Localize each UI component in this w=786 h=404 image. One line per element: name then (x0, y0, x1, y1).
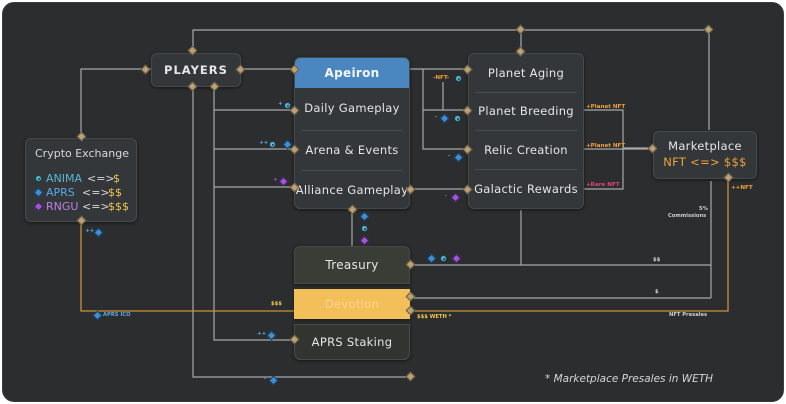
label-sss-weth: $$$ WETH * (417, 314, 452, 320)
crypto-exchange-title: Crypto Exchange (35, 147, 129, 160)
wire-breeding-market (584, 109, 653, 149)
galactic-rewards: Galactic Rewards (474, 182, 578, 196)
label-plusplus-arena: ++ (259, 140, 269, 146)
label-nft-presales: NFT Presales (669, 312, 708, 318)
divider (475, 130, 577, 131)
wire-gold-right (410, 181, 729, 312)
rngu-arrow: <=> (82, 200, 110, 213)
apeiron-daily-gameplay: Daily Gameplay (304, 101, 400, 115)
wire-players-down1 (192, 89, 410, 378)
marketplace-box: Marketplace NFT <=> $$$ (653, 131, 757, 179)
players-label: PLAYERS (164, 63, 228, 77)
anima-token: ANIMA (46, 172, 83, 185)
aprs-price: $$ (108, 186, 122, 199)
apeiron-alliance-gameplay: Alliance Gameplay (295, 183, 409, 197)
apeiron-header: Apeiron (295, 58, 409, 88)
label-minus-breeding: - (435, 114, 438, 120)
anima-coin-icon (440, 255, 447, 262)
label-planet-nft-1: +Planet NFT (586, 104, 626, 110)
rngu-token: RNGU (46, 200, 79, 213)
anima-coin-icon (35, 175, 42, 182)
wire-rewards-market (584, 149, 624, 190)
label-sss-left: $$$ (271, 301, 282, 307)
players-box: PLAYERS (151, 53, 241, 87)
label-rare-nft: +Rare NFT (586, 182, 620, 188)
wire-gold-left (80, 224, 294, 312)
aprs-arrow: <=> (82, 186, 110, 199)
label-s-devotion: $ (655, 289, 659, 295)
label-minus-rewards: - (445, 193, 448, 199)
marketplace-title: Marketplace (668, 139, 742, 153)
relic-creation: Relic Creation (484, 143, 568, 157)
apeiron-arena-events: Arena & Events (305, 143, 399, 157)
planet-aging: Planet Aging (487, 66, 565, 80)
label-ss-treasury: $$ (653, 257, 661, 263)
anima-coin-icon (284, 102, 291, 109)
label-plus-daily: + (278, 101, 283, 107)
rngu-price: $$$ (108, 200, 129, 213)
devotion-box: Devotion (294, 289, 410, 319)
planet-breeding: Planet Breeding (478, 104, 574, 118)
label-commissions: Commissions (668, 213, 707, 219)
label-plus-alliance: + (273, 177, 278, 183)
wire-players-exchange (80, 68, 151, 136)
label-minus-staking: - (264, 376, 267, 382)
anima-coin-icon (455, 75, 462, 82)
devotion-label: Devotion (324, 297, 380, 311)
wire-planet-bus (422, 69, 468, 150)
apeiron-box: Apeiron Daily Gameplay Arena & Events Al… (294, 57, 410, 209)
divider (301, 170, 403, 171)
wire-top (192, 29, 710, 130)
treasury-label: Treasury (325, 258, 379, 272)
label-plusplus-ico: ++ (85, 228, 95, 234)
divider (301, 130, 403, 131)
wire-players-down2 (213, 89, 294, 341)
anima-arrow: <=> (87, 172, 115, 185)
label-minus-relic: - (448, 153, 451, 159)
rngu-gem-icon (33, 201, 44, 212)
label-planet-nft-2: +Planet NFT (586, 143, 626, 149)
connector-lines (80, 29, 729, 378)
aprs-staking-box: APRS Staking (294, 324, 410, 360)
label-nft: -NFT- (433, 75, 450, 81)
label-commission-pct: 5% (699, 206, 708, 212)
aprs-token: APRS (46, 186, 75, 199)
crypto-exchange-box: Crypto Exchange ANIMA <=> $ APRS <=> $$ … (25, 138, 137, 222)
anima-coin-icon (361, 225, 368, 232)
marketplace-subtitle: NFT <=> $$$ (663, 155, 747, 169)
divider (475, 169, 577, 170)
footnote: * Marketplace Presales in WETH (545, 373, 714, 385)
aprs-diamond-icon (33, 187, 44, 198)
label-plusplus-staking: ++ (257, 331, 267, 337)
treasury-box: Treasury (294, 246, 410, 284)
label-plusplus-nft: ++NFT (731, 185, 753, 191)
label-aprs-ico: APRS ICO (103, 312, 131, 318)
planet-box: Planet Aging Planet Breeding Relic Creat… (468, 53, 584, 209)
anima-coin-icon (269, 141, 276, 148)
anima-price: $ (113, 172, 120, 185)
anima-coin-icon (454, 115, 461, 122)
divider (475, 92, 577, 93)
aprs-staking-label: APRS Staking (311, 335, 393, 349)
